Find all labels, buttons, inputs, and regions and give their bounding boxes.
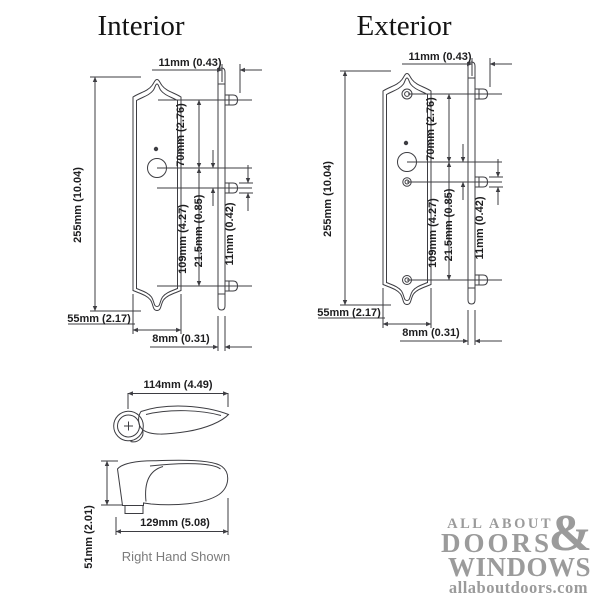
interior-dim-stud-protrusion: 11mm (0.43) <box>159 57 222 69</box>
handle-boss <box>113 410 144 442</box>
exterior-dim-plate-height: 255mm (10.04) <box>322 161 334 237</box>
screw-icon <box>404 179 410 185</box>
exterior-dim-top-to-cylinder: 70mm (2.76) <box>425 97 437 161</box>
exterior-labels: 11mm (0.43) 255mm (10.04) 70mm (2.76) 10… <box>317 51 486 339</box>
company-logo: ALL ABOUT & DOORS WINDOWS allaboutdoors.… <box>440 508 592 598</box>
interior-dim-plate-height: 255mm (10.04) <box>72 167 84 243</box>
exterior-dim-cylinder-to-bottom: 109mm (4.27) <box>427 198 439 268</box>
interior-dim-plate-thickness: 8mm (0.31) <box>152 333 210 345</box>
hand-orientation-caption: Right Hand Shown <box>122 549 230 564</box>
handle-side-length-label: 129mm (5.08) <box>140 517 210 529</box>
screw-icon <box>404 91 410 97</box>
interior-title: Interior <box>98 10 185 42</box>
screw-icon <box>402 275 412 285</box>
interior-dim-plate-width: 55mm (2.17) <box>67 313 131 325</box>
exterior-drawing <box>318 58 512 345</box>
exterior-dim-cylinder-to-latch: 21.5mm (0.85) <box>443 188 455 261</box>
exterior-dim-plate-width: 55mm (2.17) <box>317 307 381 319</box>
screw-icon <box>404 277 410 283</box>
logo-line-windows: WINDOWS <box>447 552 591 582</box>
handle-top-length-label: 114mm (4.49) <box>143 379 212 391</box>
screw-heads <box>401 88 413 285</box>
exterior-dim-stud-protrusion: 11mm (0.43) <box>409 51 472 63</box>
interior-dim-stud-height: 11mm (0.42) <box>224 202 236 265</box>
logo-line-doors: DOORS <box>440 528 552 558</box>
handle-blade <box>138 405 230 435</box>
handle-side-outline <box>116 459 229 506</box>
interior-dim-top-to-cylinder: 70mm (2.76) <box>175 103 187 167</box>
handle-side-view <box>101 459 229 535</box>
spindle-stub <box>124 505 144 514</box>
center-cross-icon <box>124 421 133 431</box>
interior-labels: 11mm (0.43) 255mm (10.04) 70mm (2.76) 10… <box>67 57 236 345</box>
exterior-title: Exterior <box>356 10 451 42</box>
logo-line-all-about: ALL ABOUT <box>447 516 553 532</box>
exterior-dim-plate-thickness: 8mm (0.31) <box>402 327 460 339</box>
screw-icon <box>401 88 413 100</box>
interior-dim-cylinder-to-bottom: 109mm (4.27) <box>177 204 189 274</box>
logo-ampersand: & <box>548 505 592 562</box>
handle-top-view <box>113 391 230 443</box>
logo-website: allaboutdoors.com <box>448 578 588 597</box>
exterior-dim-stud-height: 11mm (0.42) <box>474 196 486 259</box>
screw-icon <box>402 177 412 187</box>
interior-dim-cylinder-to-latch: 21.5mm (0.85) <box>193 194 205 267</box>
handle-height-label: 51mm (2.01) <box>83 505 95 569</box>
